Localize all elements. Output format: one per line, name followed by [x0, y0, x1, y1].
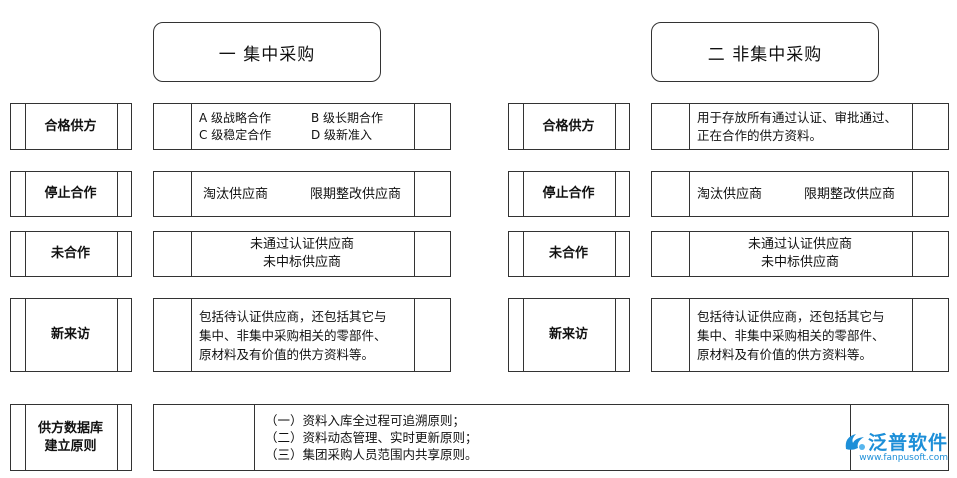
not-won-bid-right: 未中标供应商 — [760, 255, 839, 270]
content-box-qualified-left: A 级战略合作 B 级长期合作 C 级稳定合作 D 级新准入 — [153, 103, 451, 150]
content-box-stopped-right: 淘汰供应商 限期整改供应商 — [651, 171, 949, 217]
principle-3: （三）集团采购人员范围内共享原则。 — [265, 447, 478, 462]
content-box-new-visit-right: 包括待认证供应商，还包括其它与 集中、非集中采购相关的零部件、 原材料及有价值的… — [651, 298, 949, 372]
content-box-not-cooperated-right: 未通过认证供应商 未中标供应商 — [651, 231, 949, 277]
new-visit-line1-right: 包括待认证供应商，还包括其它与 — [697, 308, 885, 324]
logo-name: 泛普软件 — [867, 432, 948, 454]
stopped-items-right: 淘汰供应商 限期整改供应商 — [697, 172, 910, 216]
header-centralized-text: 一 集中采购 — [218, 44, 316, 65]
eliminated-supplier-left: 淘汰供应商 — [203, 186, 269, 202]
rectify-supplier-left: 限期整改供应商 — [310, 186, 402, 202]
label-new-visit-right: 新来访 — [548, 327, 588, 342]
header-centralized: 一 集中采购 — [153, 22, 381, 82]
label-box-qualified-left: 合格供方 — [10, 103, 132, 150]
rectify-supplier-right: 限期整改供应商 — [804, 186, 896, 202]
logo-url: www.fanpusoft.com — [859, 453, 948, 463]
label-principles-line1: 供方数据库 — [37, 420, 103, 436]
label-box-new-visit-right: 新来访 — [508, 298, 630, 372]
grade-a-left: A 级战略合作 — [199, 110, 272, 125]
content-box-new-visit-left: 包括待认证供应商，还包括其它与 集中、非集中采购相关的零部件、 原材料及有价值的… — [153, 298, 451, 372]
principle-2: （二）资料动态管理、实时更新原则； — [265, 430, 478, 445]
label-box-stopped-right: 停止合作 — [508, 171, 630, 217]
label-stopped-right: 停止合作 — [542, 186, 595, 201]
not-cooperated-items-right: 未通过认证供应商 未中标供应商 — [690, 232, 910, 276]
new-visit-line3-left: 原材料及有价值的供方资料等。 — [199, 346, 375, 362]
grade-c-left: C 级稳定合作 — [199, 127, 272, 142]
principles-list: （一）资料入库全过程可追溯原则； （二）资料动态管理、实时更新原则； （三）集团… — [255, 405, 848, 470]
header-non-centralized-text: 二 非集中采购 — [707, 44, 823, 65]
label-box-principles: 供方数据库 建立原则 — [10, 404, 132, 471]
label-not-cooperated-left: 未合作 — [50, 246, 90, 261]
label-qualified-left: 合格供方 — [44, 118, 97, 134]
new-visit-line2-right: 集中、非集中采购相关的零部件、 — [697, 327, 885, 343]
grade-b-left: B 级长期合作 — [311, 110, 384, 125]
new-visit-line3-right: 原材料及有价值的供方资料等。 — [697, 346, 873, 362]
new-visit-line2-left: 集中、非集中采购相关的零部件、 — [199, 327, 387, 343]
new-visit-text-right: 包括待认证供应商，还包括其它与 集中、非集中采购相关的零部件、 原材料及有价值的… — [690, 299, 910, 371]
content-box-principles: （一）资料入库全过程可追溯原则； （二）资料动态管理、实时更新原则； （三）集团… — [153, 404, 949, 471]
label-principles: 供方数据库 建立原则 — [26, 405, 115, 470]
qualified-desc-line1-right: 用于存放所有通过认证、审批通过、 — [697, 109, 898, 125]
content-box-not-cooperated-left: 未通过认证供应商 未中标供应商 — [153, 231, 451, 277]
label-box-qualified-right: 合格供方 — [508, 103, 630, 150]
eliminated-supplier-right: 淘汰供应商 — [697, 186, 763, 202]
label-new-visit-left: 新来访 — [50, 327, 90, 342]
label-box-new-visit-left: 新来访 — [10, 298, 132, 372]
label-principles-line2: 建立原则 — [44, 438, 97, 454]
fanpusoft-logo: 泛普软件 www.fanpusoft.com — [820, 428, 948, 472]
not-certified-right: 未通过认证供应商 — [747, 237, 852, 252]
content-box-qualified-right: 用于存放所有通过认证、审批通过、 正在合作的供方资料。 — [651, 103, 949, 150]
principle-1: （一）资料入库全过程可追溯原则； — [265, 413, 466, 428]
label-box-not-cooperated-right: 未合作 — [508, 231, 630, 277]
logo-mark-icon — [845, 433, 865, 450]
label-box-stopped-left: 停止合作 — [10, 171, 132, 217]
label-qualified-right: 合格供方 — [542, 118, 595, 134]
stopped-items-left: 淘汰供应商 限期整改供应商 — [203, 172, 412, 216]
qualified-grades-left: A 级战略合作 B 级长期合作 C 级稳定合作 D 级新准入 — [199, 104, 412, 149]
header-non-centralized: 二 非集中采购 — [651, 22, 879, 82]
label-not-cooperated-right: 未合作 — [548, 246, 588, 261]
new-visit-line1-left: 包括待认证供应商，还包括其它与 — [199, 308, 387, 324]
label-box-not-cooperated-left: 未合作 — [10, 231, 132, 277]
not-certified-left: 未通过认证供应商 — [249, 237, 354, 252]
qualified-desc-right: 用于存放所有通过认证、审批通过、 正在合作的供方资料。 — [690, 104, 910, 149]
not-cooperated-items-left: 未通过认证供应商 未中标供应商 — [192, 232, 412, 276]
new-visit-text-left: 包括待认证供应商，还包括其它与 集中、非集中采购相关的零部件、 原材料及有价值的… — [192, 299, 412, 371]
content-box-stopped-left: 淘汰供应商 限期整改供应商 — [153, 171, 451, 217]
qualified-desc-line2-right: 正在合作的供方资料。 — [697, 127, 823, 143]
grade-d-left: D 级新准入 — [311, 127, 373, 142]
not-won-bid-left: 未中标供应商 — [262, 255, 341, 270]
label-stopped-left: 停止合作 — [44, 186, 97, 201]
